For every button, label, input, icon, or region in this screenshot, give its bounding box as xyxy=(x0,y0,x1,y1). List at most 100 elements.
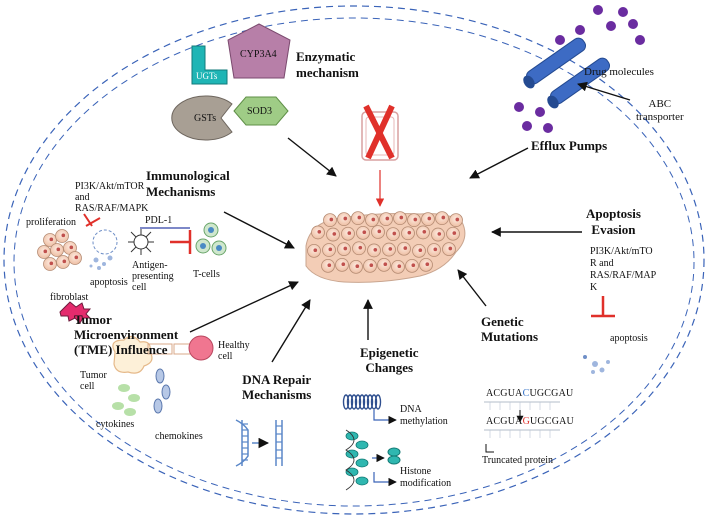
no-drug-pill-icon xyxy=(361,104,399,161)
genetic-mutations-label: Genetic Mutations xyxy=(481,314,539,344)
pdl1-label: PDL-1 xyxy=(145,215,173,226)
cytokines-label: cytokines xyxy=(96,419,135,430)
histone xyxy=(345,467,359,477)
histone-dna-strand xyxy=(345,429,355,491)
tumor-cell-nucleus xyxy=(403,246,408,250)
tumor-cell-nucleus xyxy=(347,231,352,235)
apoptotic-cell-icon xyxy=(89,229,118,270)
cytokines-icon xyxy=(112,384,140,416)
tumor-cell-nucleus xyxy=(411,263,416,268)
histone-modification-label: Histone modification xyxy=(400,466,452,489)
tumor-cell-nucleus xyxy=(371,217,376,222)
tumor-cell-nucleus xyxy=(369,263,374,268)
tumor-cell-cluster-icon xyxy=(305,211,466,283)
tumor-cell-nucleus xyxy=(328,247,333,252)
tumor-cell-nucleus xyxy=(373,247,378,252)
sod3-label: SOD3 xyxy=(247,106,273,117)
dna-coil-turn xyxy=(358,394,366,410)
dna-coil-turn xyxy=(342,394,350,410)
apoptosis-right-label: apoptosis xyxy=(610,333,648,344)
antigen-presenting-cell-icon xyxy=(128,227,190,255)
t-cells-label: T-cells xyxy=(193,269,220,280)
inhibit-pdl1-icon xyxy=(170,230,192,254)
tumor-cell-label: Tumor cell xyxy=(80,370,107,392)
histone-icon xyxy=(345,429,401,491)
tumor-cell-nucleus xyxy=(61,233,66,238)
pi3k-pathway-left-label: PI3K/Akt/mTOR and RAS/RAF/MAPK xyxy=(75,181,149,214)
mutation-sequence-icon xyxy=(484,401,560,453)
dna-coil-turn xyxy=(346,394,354,410)
tumor-cell-nucleus xyxy=(62,259,67,264)
arrow-tme xyxy=(189,281,299,333)
dna-coil-turn xyxy=(366,394,374,410)
healthy-cell-icon xyxy=(188,335,214,361)
drug-molecules-label: Drug molecules xyxy=(584,66,654,78)
histone xyxy=(345,431,359,441)
tumor-cell-nucleus xyxy=(355,264,360,269)
apoptotic-cell-right-icon xyxy=(583,355,610,374)
dna-methylation-label: DNA methylation xyxy=(400,404,448,427)
inner-ellipse xyxy=(13,17,695,507)
sod3-icon xyxy=(233,96,289,126)
dna-coil-turn xyxy=(350,394,358,410)
tumor-cell-nucleus xyxy=(388,247,393,251)
inhibit-left-icon xyxy=(83,213,101,227)
proliferation-cells-icon xyxy=(37,229,82,271)
abc-transporter-icon xyxy=(523,37,611,109)
tumor-cell-nucleus xyxy=(69,245,74,250)
tumor-cell-nucleus xyxy=(343,216,348,221)
dna-coil-turn xyxy=(374,394,382,410)
arrow-abc-label xyxy=(577,81,631,101)
tumor-cell-nucleus xyxy=(343,246,348,251)
inhibit-right-icon xyxy=(591,296,615,318)
tumor-cell-nucleus xyxy=(357,215,362,220)
sequence-bottom: ACGUAGUGCGAU xyxy=(486,416,574,427)
arrow-genetic xyxy=(457,269,487,307)
tumor-cell-nucleus xyxy=(448,246,453,251)
dna-coil-turn xyxy=(362,394,370,410)
tumor-cell-nucleus xyxy=(317,229,322,234)
dna-repair-icon xyxy=(235,419,283,467)
tumor-cell-nucleus xyxy=(377,229,382,234)
tumor-cell-nucleus xyxy=(427,216,432,221)
gsts-icon xyxy=(171,95,233,141)
outer-ellipse xyxy=(3,5,705,515)
tumor-cell-nucleus xyxy=(433,247,438,252)
tumor-cell-nucleus xyxy=(441,215,446,220)
t-cell-icon xyxy=(195,222,227,256)
fibroblast-label: fibroblast xyxy=(50,292,89,303)
arrow-dna-repair xyxy=(271,299,311,363)
histone xyxy=(355,440,369,450)
dna-repair-label: DNA Repair Mechanisms xyxy=(242,372,312,402)
apoptosis-evasion-label: Apoptosis Evasion xyxy=(586,206,641,237)
antigen-presenting-cell-label: Antigen- presenting cell xyxy=(132,260,174,293)
cyp3a4-label: CYP3A4 xyxy=(240,49,277,60)
cyp3a4-icon xyxy=(227,23,291,79)
truncated-protein-label: Truncated protein xyxy=(482,455,554,466)
tumor-cell-nucleus xyxy=(418,248,423,253)
tumor-cell-nucleus xyxy=(452,231,457,235)
arrow-efflux xyxy=(469,147,529,179)
tumor-cell-nucleus xyxy=(49,237,54,242)
tumor-cell-nucleus xyxy=(358,245,363,250)
tumor-cell-nucleus xyxy=(56,247,61,252)
sequence-top: ACGUACUGCGAU xyxy=(486,388,574,399)
healthy-cell-label: Healthy cell xyxy=(218,340,250,362)
tumor-cell-nucleus xyxy=(313,248,318,253)
enzymatic-mechanism-label: Enzymatic mechanism xyxy=(296,49,359,80)
tumor-cell-nucleus xyxy=(425,262,430,267)
tumor-cell-nucleus xyxy=(455,217,460,222)
pi3k-pathway-right-label: PI3K/Akt/mTO R and RAS/RAF/MAP K xyxy=(590,246,657,293)
apoptosis-left-label: apoptosis xyxy=(90,277,128,288)
efflux-pumps-label: Efflux Pumps xyxy=(531,138,608,153)
tme-influence-label: Tumor Microenvironment (TME) Influence xyxy=(74,312,179,357)
arrow-enzymatic xyxy=(287,137,337,177)
dna-coil-turn xyxy=(370,394,378,410)
gsts-label: GSTs xyxy=(194,113,217,124)
arrow-immunological xyxy=(223,211,295,249)
tumor-cell-nucleus xyxy=(327,263,332,268)
histone xyxy=(355,458,369,468)
chemokines-icon xyxy=(153,368,171,414)
